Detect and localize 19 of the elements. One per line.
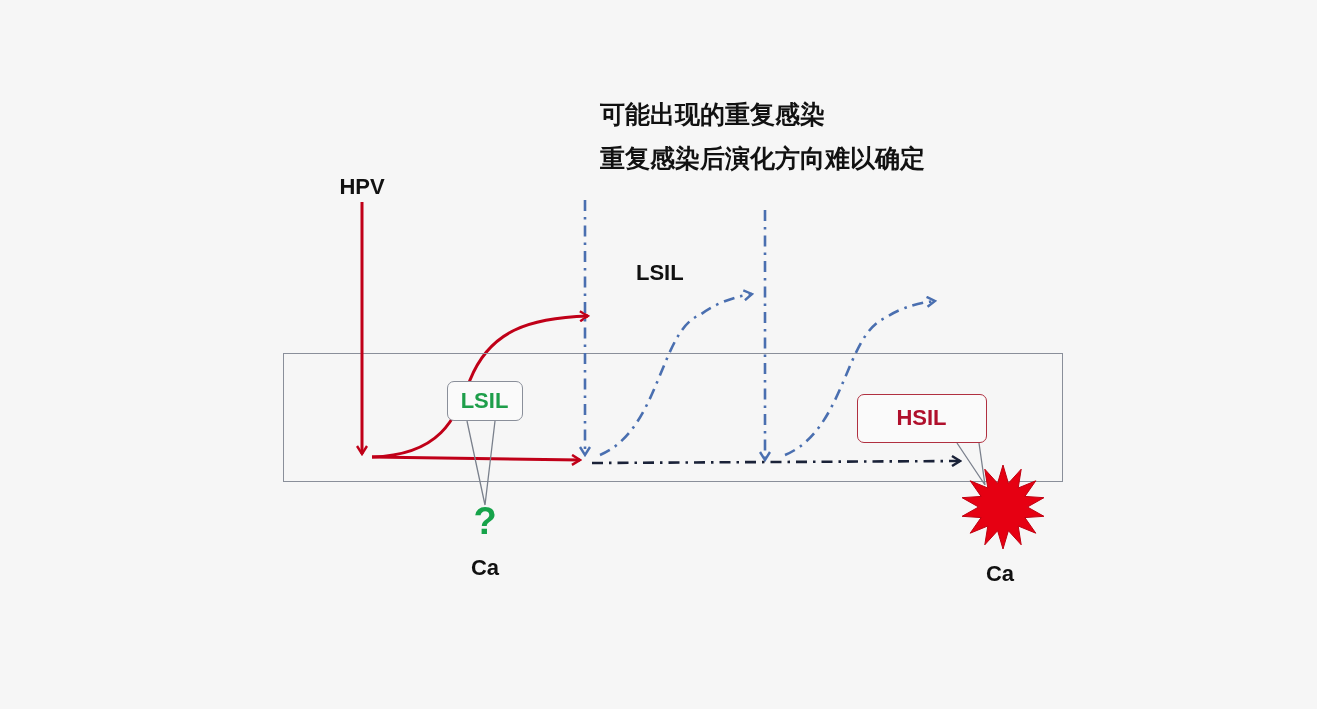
callout-label: LSIL xyxy=(446,380,523,421)
arrow xyxy=(578,200,592,457)
arrow xyxy=(592,454,962,468)
band-rectangle xyxy=(283,353,1063,482)
text-label: LSIL xyxy=(636,260,684,286)
callout-label: HSIL xyxy=(856,393,987,443)
leader-line xyxy=(956,442,986,486)
arrow xyxy=(355,202,369,456)
node-label: HPV xyxy=(332,172,392,202)
leader-line xyxy=(466,420,496,506)
text-label: 重复感染后演化方向难以确定 xyxy=(600,143,925,174)
node-caption: Ca xyxy=(984,560,1016,588)
text-label: 可能出现的重复感染 xyxy=(600,99,825,130)
arrow xyxy=(758,210,772,462)
question-mark: ? xyxy=(468,503,502,539)
arrow xyxy=(599,289,754,457)
starburst xyxy=(961,465,1045,549)
arrow xyxy=(784,295,937,457)
node-caption: Ca xyxy=(469,554,501,582)
